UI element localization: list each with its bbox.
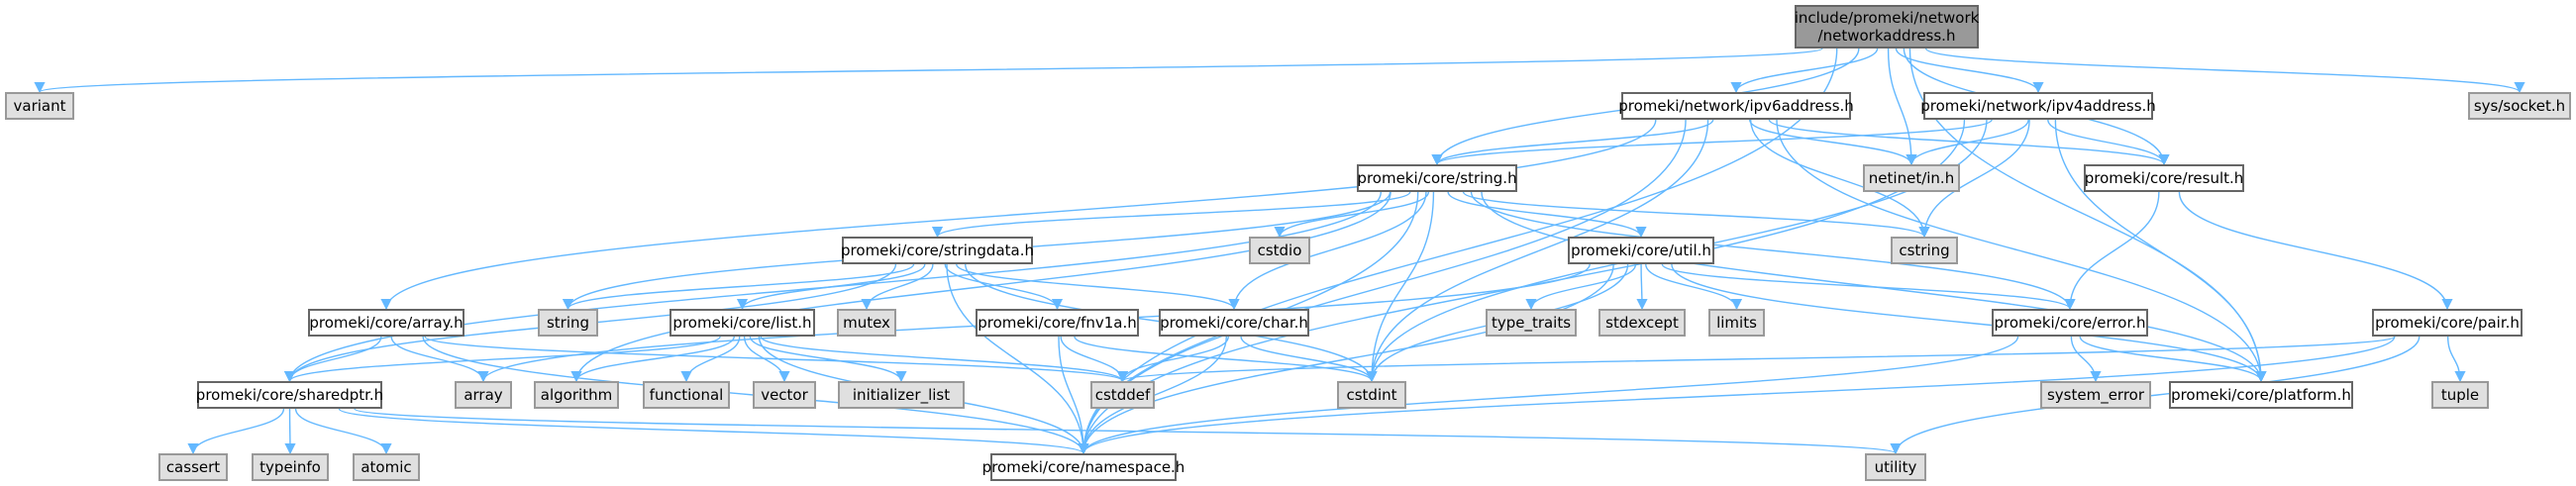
edge-util-to-stdexcept <box>1636 263 1648 311</box>
edge-string_h-to-error_h <box>1470 191 2076 311</box>
node-char-h[interactable]: promeki/core/char.h <box>1159 309 1309 337</box>
edge-root-to-netinet <box>1887 48 1917 166</box>
edge-ipv6-to-string_h <box>1431 119 1714 166</box>
node-stringdata-h[interactable]: promeki/core/stringdata.h <box>841 237 1034 264</box>
edge-pair_h-to-namespace <box>1078 336 2396 455</box>
edge-ipv4-to-cstring <box>1918 119 2030 239</box>
edge-list_h-to-initializer_list <box>749 336 907 383</box>
edge-fnv1a-to-namespace <box>1058 336 1089 455</box>
node-result-h[interactable]: promeki/core/result.h <box>2084 164 2244 192</box>
edge-error_h-to-platform <box>2079 336 2267 383</box>
node-sys-socket-h[interactable]: sys/socket.h <box>2468 92 2571 120</box>
edge-ipv6-to-netinet <box>1748 119 1917 166</box>
edge-sharedptr-to-cassert <box>187 408 285 455</box>
edge-result-to-error_h <box>2064 191 2160 311</box>
edge-stringdata-to-namespace <box>946 263 1089 455</box>
edge-util-to-platform <box>1671 263 2267 383</box>
edge-stringdata-to-mutex <box>861 263 934 311</box>
edge-string_h-to-cstdint <box>1366 191 1435 383</box>
node-cstddef[interactable]: cstddef <box>1090 381 1155 409</box>
edge-root-to-variant <box>35 48 1823 94</box>
edge-fnv1a-to-cstddef <box>1060 336 1129 383</box>
node-array[interactable]: array <box>455 381 512 409</box>
node-error-h[interactable]: promeki/core/error.h <box>1992 309 2148 337</box>
edge-sharedptr-to-namespace <box>338 408 1089 455</box>
edge-stringdata-to-char_h <box>956 263 1240 311</box>
edge-pair_h-to-utility <box>1890 336 2421 455</box>
edge-stringdata-to-fnv1a <box>944 263 1064 311</box>
node-pair-h[interactable]: promeki/core/pair.h <box>2372 309 2523 337</box>
node-vector[interactable]: vector <box>753 381 816 409</box>
edge-error_h-to-system_error <box>2070 336 2102 383</box>
node-typeinfo[interactable]: typeinfo <box>252 453 329 481</box>
edge-list_h-to-functional <box>680 336 741 383</box>
node-ipv4address-h[interactable]: promeki/network/ipv4address.h <box>1920 92 2156 120</box>
edge-ipv4-to-platform <box>2054 119 2267 383</box>
edge-ipv6-to-platform <box>1776 119 2267 383</box>
edge-root-to-syssocket <box>1924 48 2525 94</box>
node-cstdio[interactable]: cstdio <box>1249 237 1310 264</box>
edge-sharedptr-to-utility <box>354 408 1901 455</box>
edge-char_h-to-namespace <box>1078 336 1227 455</box>
edge-ipv4-to-netinet <box>1906 119 2029 166</box>
edge-ipv4-to-result <box>2047 119 2170 166</box>
node-netinet-in-h[interactable]: netinet/in.h <box>1863 164 1960 192</box>
node-limits[interactable]: limits <box>1708 309 1765 337</box>
node-namespace-h[interactable]: promeki/core/namespace.h <box>982 453 1185 481</box>
edge-util-to-type_traits <box>1525 263 1637 311</box>
edge-pair_h-to-cstddef <box>1117 336 2396 383</box>
node-cstring[interactable]: cstring <box>1891 237 1958 264</box>
node-stdexcept[interactable]: stdexcept <box>1598 309 1686 337</box>
node-ipv6address-h[interactable]: promeki/network/ipv6address.h <box>1618 92 1854 120</box>
node-algorithm[interactable]: algorithm <box>534 381 619 409</box>
edge-ipv6-to-array_h <box>380 119 1657 311</box>
node-util-h[interactable]: promeki/core/util.h <box>1568 237 1714 264</box>
edge-root-to-ipv4 <box>1895 48 2044 94</box>
node-cassert[interactable]: cassert <box>158 453 228 481</box>
edge-stringdata-to-string <box>563 263 915 311</box>
node-networkaddress-h[interactable]: include/promeki/network /networkaddress.… <box>1795 5 1979 49</box>
edge-ipv4-to-string_h <box>1431 119 1993 166</box>
edge-list_h-to-sharedptr <box>284 336 721 383</box>
node-mutex[interactable]: mutex <box>837 309 896 337</box>
node-system-error[interactable]: system_error <box>2040 381 2151 409</box>
edge-char_h-to-cstdint <box>1240 336 1378 383</box>
node-fnv1a-h[interactable]: promeki/core/fnv1a.h <box>976 309 1139 337</box>
edge-util-to-namespace <box>1078 263 1614 455</box>
edge-list_h-to-algorithm <box>570 336 735 383</box>
edge-string_h-to-char_h <box>1228 191 1427 311</box>
node-functional[interactable]: functional <box>643 381 730 409</box>
node-atomic[interactable]: atomic <box>353 453 420 481</box>
edge-string_h-to-util <box>1447 191 1647 239</box>
edge-string_h-to-cstdio <box>1274 191 1430 239</box>
edge-pair_h-to-tuple <box>2446 336 2466 383</box>
edge-util-to-limits <box>1645 263 1743 311</box>
edge-array_h-to-cstddef <box>424 336 1128 383</box>
edge-result-to-pair_h <box>2178 191 2453 311</box>
node-sharedptr-h[interactable]: promeki/core/sharedptr.h <box>196 381 383 409</box>
node-array-h[interactable]: promeki/core/array.h <box>308 309 464 337</box>
node-string[interactable]: string <box>538 309 598 337</box>
edge-util-to-error_h <box>1661 263 2076 311</box>
node-type-traits[interactable]: type_traits <box>1486 309 1577 337</box>
edge-root-to-ipv6 <box>1730 48 1879 94</box>
node-cstdint[interactable]: cstdint <box>1337 381 1406 409</box>
edge-sharedptr-to-atomic <box>294 408 392 455</box>
node-string-h[interactable]: promeki/core/string.h <box>1357 164 1517 192</box>
edge-string_h-to-cstring <box>1462 191 1930 239</box>
node-tuple[interactable]: tuple <box>2431 381 2489 409</box>
edge-array_h-to-array <box>390 336 489 383</box>
node-platform-h[interactable]: promeki/core/platform.h <box>2169 381 2353 409</box>
edge-stringdata-to-list_h <box>736 263 926 311</box>
node-initializer-list[interactable]: initializer_list <box>838 381 965 409</box>
node-variant[interactable]: variant <box>5 92 74 120</box>
edge-fnv1a-to-cstdint <box>1074 336 1378 383</box>
edge-string_h-to-algorithm <box>570 191 1391 383</box>
node-list-h[interactable]: promeki/core/list.h <box>670 309 815 337</box>
edge-ipv6-to-cstdint <box>1366 119 1709 383</box>
node-utility[interactable]: utility <box>1865 453 1926 481</box>
edge-string_h-to-stringdata <box>932 191 1411 239</box>
edge-list_h-to-cstddef <box>760 336 1128 383</box>
edge-list_h-to-vector <box>743 336 790 383</box>
